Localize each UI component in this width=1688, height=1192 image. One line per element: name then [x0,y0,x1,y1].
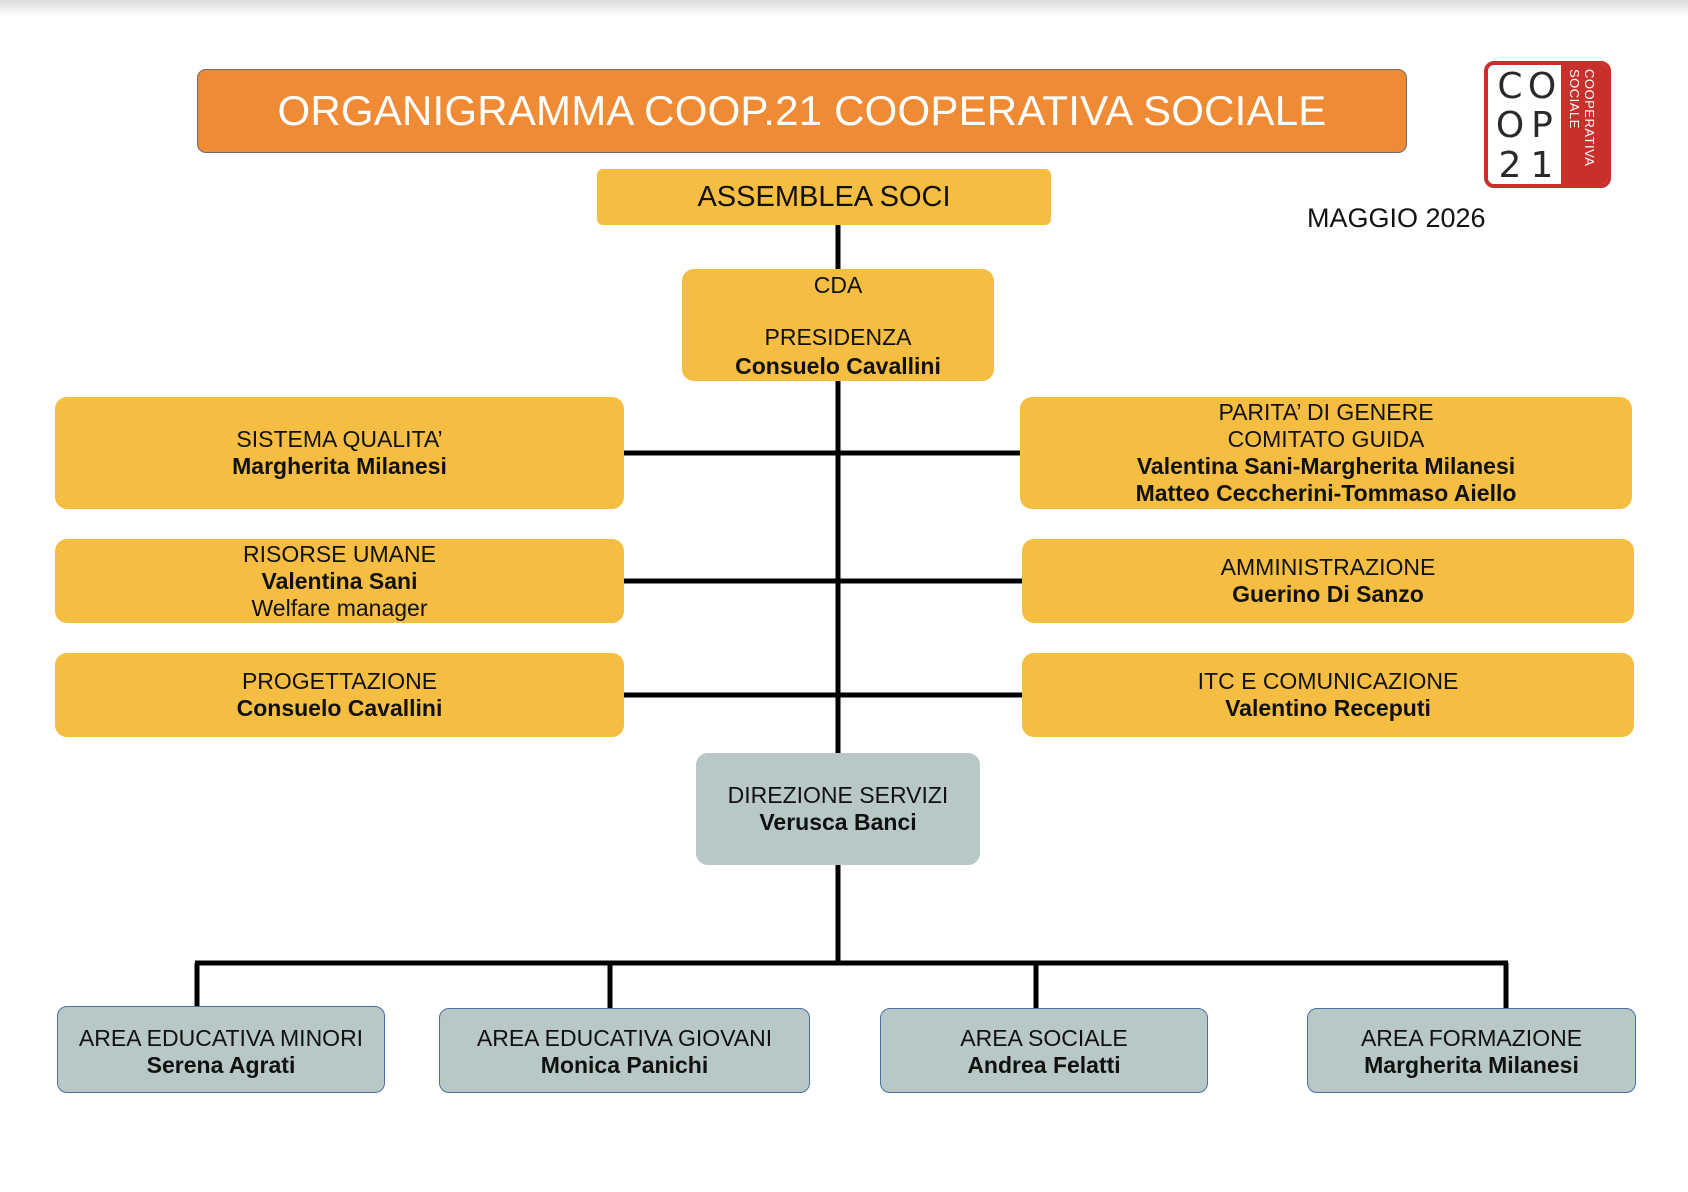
node-person: Margherita Milanesi [1364,1052,1579,1078]
node-person: Valentino Receputi [1225,695,1431,721]
node-label: RISORSE UMANE [243,540,436,567]
logo-letter: O [1527,66,1557,107]
node-amministrazione: AMMINISTRAZIONE Guerino Di Sanzo [1022,539,1634,623]
node-area-educativa-giovani: AREA EDUCATIVA GIOVANI Monica Panichi [439,1008,810,1093]
node-person: Consuelo Cavallini [236,695,443,721]
node-sistema-qualita: SISTEMA QUALITA’ Margherita Milanesi [55,397,624,509]
node-role: PRESIDENZA [764,324,912,350]
node-person: Matteo Ceccherini-Tommaso Aiello [1135,480,1517,506]
node-label: PROGETTAZIONE [241,668,438,694]
logo-letter: 2 [1498,144,1522,186]
node-person: Valentina Sani [261,567,418,594]
node-person: Serena Agrati [146,1051,296,1078]
node-label: DIREZIONE SERVIZI [727,782,949,808]
node-itc-comunicazione: ITC E COMUNICAZIONE Valentino Receputi [1022,653,1634,737]
date-label: MAGGIO 2026 [1307,203,1486,233]
node-label: AREA EDUCATIVA MINORI [78,1024,364,1051]
node-area-formazione: AREA FORMAZIONE Margherita Milanesi [1307,1008,1636,1093]
node-label: AREA SOCIALE [960,1025,1128,1051]
logo-red-strip: COOPERATIVA SOCIALE [1561,65,1607,184]
node-note: Welfare manager [251,594,428,621]
node-label: AREA EDUCATIVA GIOVANI [476,1025,773,1051]
node-label: AMMINISTRAZIONE [1220,554,1436,580]
coop21-logo: C O O P 2 1 COOPERATIVA SOCIALE [1484,61,1611,188]
node-parita-di-genere: PARITA’ DI GENERE COMITATO GUIDA Valenti… [1020,397,1632,509]
node-progettazione: PROGETTAZIONE Consuelo Cavallini [55,653,624,737]
node-direzione-servizi: DIREZIONE SERVIZI Verusca Banci [696,753,980,865]
node-label: ITC E COMUNICAZIONE [1197,668,1459,694]
logo-letter: 1 [1530,144,1554,186]
node-label: AREA FORMAZIONE [1360,1025,1583,1051]
node-area-sociale: AREA SOCIALE Andrea Felatti [880,1008,1208,1093]
node-person: Monica Panichi [540,1052,709,1078]
node-label: SISTEMA QUALITA’ [236,426,443,452]
node-area-educativa-minori: AREA EDUCATIVA MINORI Serena Agrati [57,1006,385,1093]
logo-letter: P [1531,105,1553,147]
logo-side-text: COOPERATIVA SOCIALE [1567,69,1597,166]
chart-title: ORGANIGRAMMA COOP.21 COOPERATIVA SOCIALE [197,69,1407,153]
logo-letters: C O O P 2 1 [1494,66,1558,186]
node-sublabel: COMITATO GUIDA [1227,426,1425,452]
node-person: Andrea Felatti [967,1052,1121,1078]
logo-letter: O [1495,105,1525,147]
node-label: ASSEMBLEA SOCI [697,180,951,213]
page-top-shadow [0,0,1688,16]
node-assemblea-soci: ASSEMBLEA SOCI [597,169,1051,225]
node-person: Margherita Milanesi [232,453,447,479]
node-label: CDA [813,272,863,298]
node-person: Valentina Sani-Margherita Milanesi [1136,453,1516,479]
node-label: PARITA’ DI GENERE [1218,399,1434,425]
node-risorse-umane: RISORSE UMANE Valentina Sani Welfare man… [55,539,624,623]
node-person: Consuelo Cavallini [735,353,941,379]
node-cda-presidenza: CDA PRESIDENZA Consuelo Cavallini [682,269,994,381]
logo-letter: C [1497,66,1523,107]
node-person: Guerino Di Sanzo [1232,581,1424,607]
node-person: Verusca Banci [759,809,917,835]
